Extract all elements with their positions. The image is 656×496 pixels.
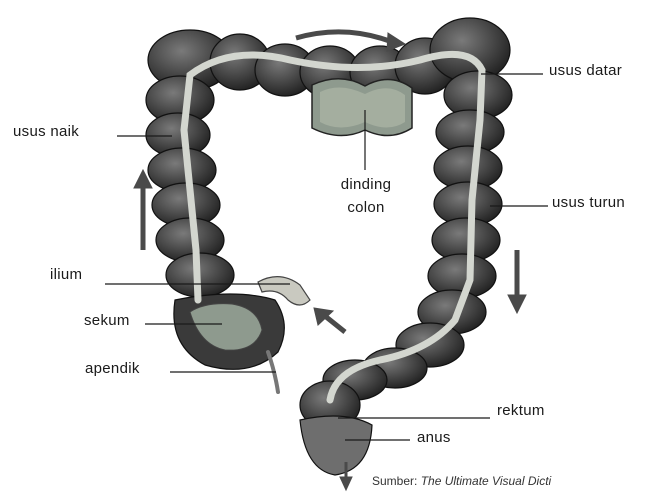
label-dinding-colon: dinding colon bbox=[318, 173, 414, 219]
label-sekum: sekum bbox=[84, 312, 130, 329]
label-dinding: dinding bbox=[318, 173, 414, 196]
arrow-down-head bbox=[508, 295, 526, 313]
source-prefix: Sumber: bbox=[372, 474, 417, 488]
label-anus: anus bbox=[417, 429, 451, 446]
arrow-right-curve-icon bbox=[296, 32, 392, 42]
arrow-diagonal-icon bbox=[325, 316, 345, 332]
source-title: The Ultimate Visual Dicti bbox=[421, 474, 552, 488]
label-ilium: ilium bbox=[50, 266, 82, 283]
label-colon: colon bbox=[318, 196, 414, 219]
label-apendik: apendik bbox=[85, 360, 140, 377]
colon-wall-section bbox=[312, 79, 412, 136]
label-usus-datar: usus datar bbox=[549, 62, 622, 79]
source-caption: Sumber: The Ultimate Visual Dicti bbox=[372, 474, 551, 488]
label-rektum: rektum bbox=[497, 402, 545, 419]
arrow-exit-head bbox=[340, 477, 352, 490]
label-usus-turun: usus turun bbox=[552, 194, 625, 211]
label-usus-naik: usus naik bbox=[13, 123, 79, 140]
